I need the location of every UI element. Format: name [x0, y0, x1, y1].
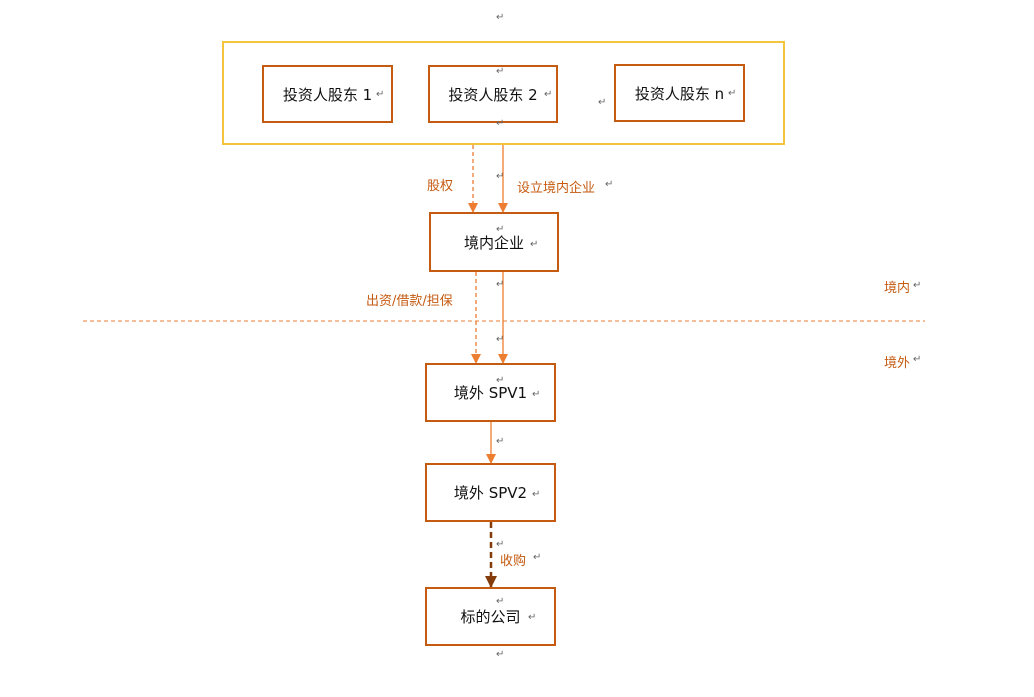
shareholder-1-label: 投资人股东 1 — [282, 85, 373, 104]
paragraph-mark: ↵ — [913, 280, 922, 291]
paragraph-mark: ↵ — [496, 596, 505, 607]
spv2-box: 境外 SPV2 — [425, 463, 556, 522]
acquisition-label: 收购 — [500, 554, 527, 569]
paragraph-mark: ↵ — [496, 649, 505, 660]
paragraph-mark: ↵ — [496, 12, 505, 23]
shareholder-1-box: 投资人股东 1 — [262, 65, 393, 123]
paragraph-mark: ↵ — [496, 375, 505, 386]
spv1-label: 境外 SPV1 — [453, 384, 528, 402]
paragraph-mark: ↵ — [528, 612, 537, 623]
shareholder-n-label: 投资人股东 n — [634, 84, 725, 103]
paragraph-mark: ↵ — [496, 279, 505, 290]
paragraph-mark: ↵ — [496, 539, 505, 550]
paragraph-mark: ↵ — [728, 88, 737, 99]
paragraph-mark: ↵ — [544, 89, 553, 100]
shareholder-2-box: 投资人股东 2 — [428, 65, 558, 123]
paragraph-mark: ↵ — [530, 239, 539, 250]
paragraph-mark: ↵ — [496, 436, 505, 447]
paragraph-mark: ↵ — [532, 489, 541, 500]
target-company-box: 标的公司 — [425, 587, 556, 646]
establish-domestic-label: 设立境内企业 — [517, 181, 596, 196]
paragraph-mark: ↵ — [598, 97, 607, 108]
paragraph-mark: ↵ — [533, 552, 542, 563]
spv1-box: 境外 SPV1 — [425, 363, 556, 422]
shareholder-group — [222, 41, 785, 145]
domestic-company-label: 境内企业 — [463, 233, 524, 252]
paragraph-mark: ↵ — [376, 89, 385, 100]
domestic-company-box: 境内企业 — [429, 212, 559, 272]
paragraph-mark: ↵ — [496, 334, 505, 345]
invest-loan-guarantee-label: 出资/借款/担保 — [366, 294, 453, 309]
domestic-region-label: 境内 — [884, 281, 911, 296]
paragraph-mark: ↵ — [532, 389, 541, 400]
paragraph-mark: ↵ — [496, 224, 505, 235]
spv2-label: 境外 SPV2 — [453, 484, 528, 502]
paragraph-mark: ↵ — [496, 118, 505, 129]
paragraph-mark: ↵ — [496, 66, 505, 77]
equity-label: 股权 — [427, 179, 454, 194]
shareholder-n-box: 投资人股东 n — [614, 64, 745, 122]
paragraph-mark: ↵ — [496, 171, 505, 182]
paragraph-mark: ↵ — [605, 179, 614, 190]
overseas-region-label: 境外 — [884, 356, 911, 371]
paragraph-mark: ↵ — [913, 354, 922, 365]
shareholder-2-label: 投资人股东 2 — [448, 85, 538, 104]
target-company-label: 标的公司 — [460, 608, 521, 626]
